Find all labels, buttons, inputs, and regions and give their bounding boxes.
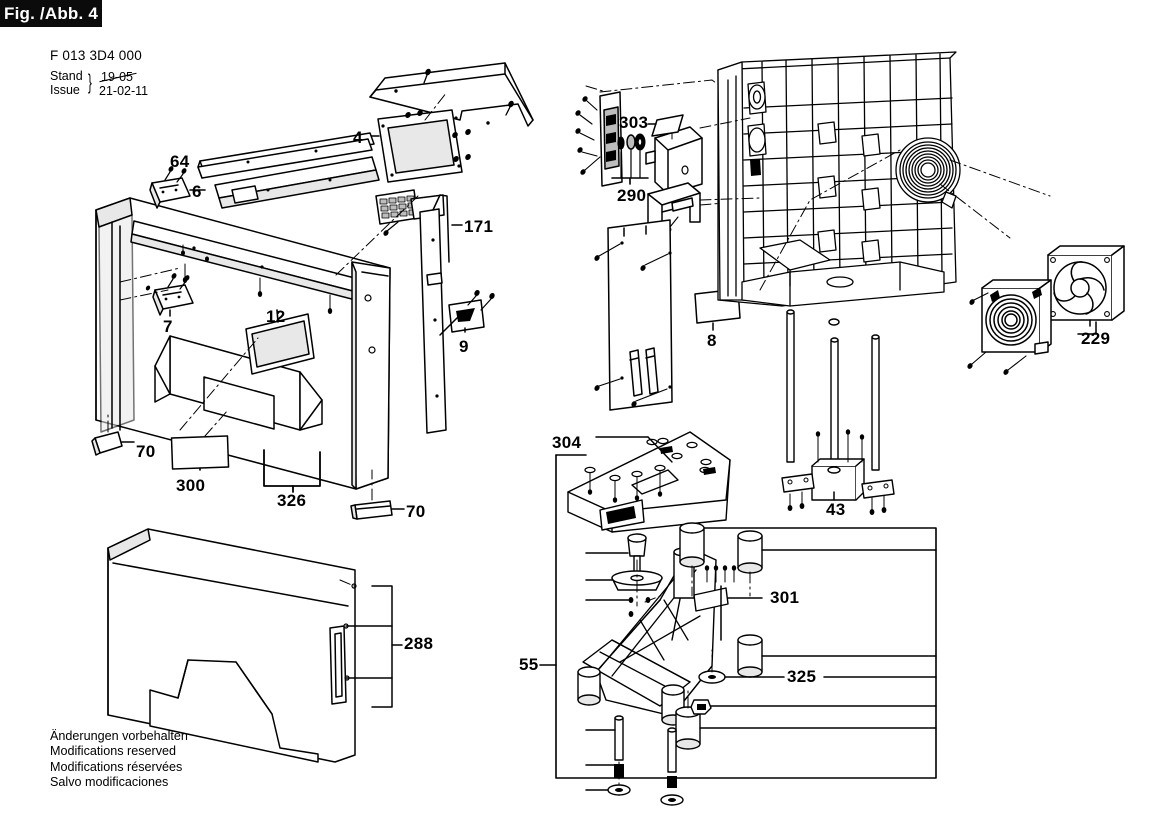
stand-label: Stand [50, 69, 83, 83]
footer-disclaimer: Änderungen vorbehalten Modifications res… [50, 729, 188, 790]
brace-glyph: } [88, 71, 92, 94]
callout-8: 8 [707, 331, 717, 350]
part-code-label: F 013 3D4 000 [50, 48, 142, 63]
upper-rail-assembly [197, 132, 495, 434]
callout-325: 325 [787, 667, 817, 686]
callout-70-top: 70 [136, 442, 156, 461]
callout-12: 12 [266, 307, 286, 326]
callout-9: 9 [459, 337, 469, 356]
callout-171: 171 [464, 217, 494, 236]
inner-side-plate [594, 219, 791, 411]
callout-300: 300 [176, 476, 206, 495]
revision-date-struck: 19-05 [101, 70, 133, 84]
figure-badge-label: Fig. /Abb. 4 [3, 3, 98, 23]
revision-date: 21-02-11 [99, 83, 149, 98]
stepper-motor-assembly [575, 79, 761, 233]
callout-229: 229 [1081, 329, 1111, 348]
callout-55: 55 [519, 655, 539, 674]
lead-screw-assembly-43 [781, 309, 895, 515]
callout-304: 304 [552, 433, 582, 452]
top-cover-plate-assembly [365, 62, 534, 183]
callout-4: 4 [353, 128, 363, 147]
issue-label: Issue [50, 82, 80, 97]
callout-301: 301 [770, 588, 800, 607]
rear-chassis-assembly [699, 51, 1051, 307]
callout-6: 6 [192, 182, 202, 201]
callout-70-bottom: 70 [406, 502, 426, 521]
callout-43: 43 [826, 500, 846, 519]
callout-303: 303 [619, 113, 649, 132]
callout-7: 7 [163, 317, 173, 336]
callout-64: 64 [170, 152, 190, 171]
front-door-frame-assembly [91, 166, 419, 520]
side-panel-288 [107, 528, 403, 763]
figure-badge: Fig. /Abb. 4 [0, 0, 102, 27]
lower-assembly-group [539, 431, 937, 806]
callout-288: 288 [404, 634, 434, 653]
callout-290: 290 [617, 186, 647, 205]
cooling-fan-assembly-229 [967, 245, 1125, 375]
callout-326: 326 [277, 491, 307, 510]
